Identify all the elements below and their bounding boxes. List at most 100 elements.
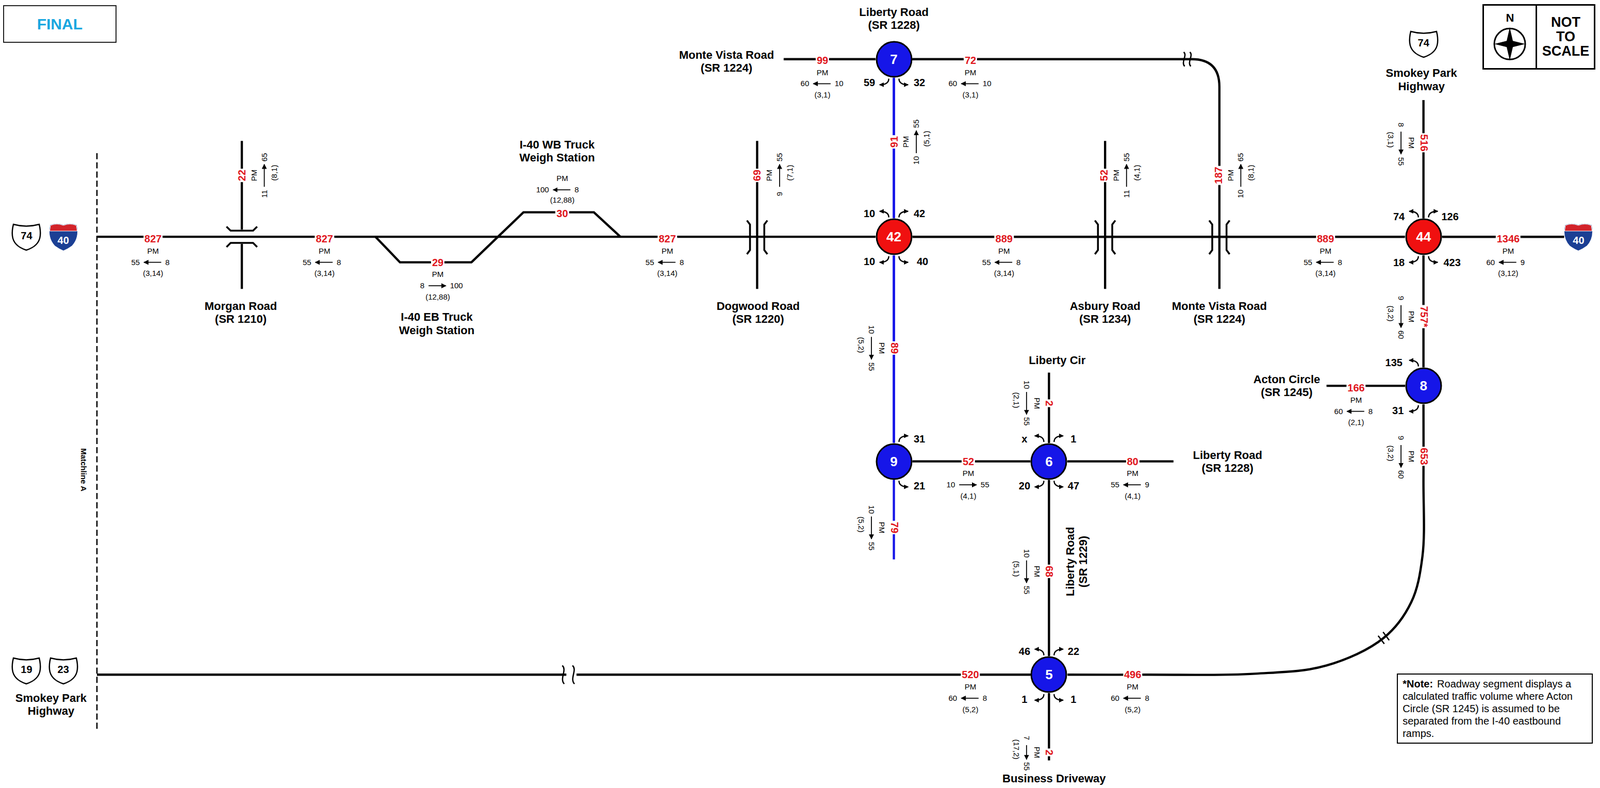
time-period: PM — [146, 246, 161, 256]
label-anchor: PM — [1032, 396, 1042, 411]
crossing-road — [240, 140, 243, 289]
traffic-volume: 496 — [1123, 668, 1143, 681]
factor-value: 10 — [867, 503, 877, 515]
circle-outline — [1406, 219, 1442, 255]
truck-percentage: (17,2) — [1012, 737, 1021, 761]
label-anchor: 22 — [1066, 645, 1081, 657]
turning-volume: 74 — [1392, 210, 1406, 223]
label-anchor: PM — [901, 135, 911, 150]
time-period: PM — [1407, 309, 1416, 324]
truck-percentage: (2,1) — [1347, 417, 1366, 427]
turning-volume: 1 — [1069, 693, 1078, 705]
label-anchor: (5,1) — [921, 129, 932, 148]
time-period: PM — [1111, 168, 1121, 183]
time-period: PM — [317, 246, 332, 256]
label-anchor: PM — [1226, 168, 1236, 183]
interstate-road — [96, 235, 876, 238]
factor-value: 60 — [947, 693, 959, 703]
factor-value: 55 — [1022, 416, 1032, 427]
node-number: 5 — [1045, 667, 1053, 682]
label-anchor: 55 — [979, 480, 991, 490]
traffic-volume: 2 — [1043, 748, 1055, 756]
factor-value: 55 — [1109, 480, 1121, 489]
truck-percentage: (3,12) — [1496, 268, 1520, 278]
factor-value: 55 — [644, 257, 656, 267]
label-anchor: 42 — [912, 207, 927, 220]
time-period: PM — [1501, 246, 1516, 256]
traffic-volume: 1346 — [1495, 233, 1522, 245]
turning-volume: 31 — [1391, 404, 1405, 417]
truck-percentage: (7,1) — [785, 163, 795, 182]
label-anchor: PM — [764, 168, 774, 183]
factor-value: 60 — [1333, 406, 1345, 416]
factor-value: 8 — [1367, 406, 1374, 416]
turning-volume: 18 — [1392, 256, 1406, 269]
label-anchor: (2,1) — [1347, 417, 1366, 427]
label-anchor: PM — [146, 246, 161, 256]
truck-percentage: (3,14) — [313, 268, 336, 278]
label-anchor: 166 — [1346, 382, 1366, 394]
label-anchor: 10 — [1235, 188, 1246, 200]
label-anchor: 10 — [1021, 547, 1032, 559]
traffic-volume: 99 — [815, 54, 830, 67]
direction-arrow — [961, 83, 979, 85]
turning-volume: 20 — [1017, 480, 1032, 492]
label-anchor: 55 — [911, 118, 921, 129]
label-anchor: Liberty Cir — [1027, 353, 1087, 367]
factor-value: 55 — [1396, 155, 1406, 167]
label-anchor: PM — [1032, 745, 1042, 760]
factor-value: 8 — [678, 257, 685, 267]
factor-value: 10 — [1235, 188, 1245, 200]
truck-percentage: (8,1) — [269, 163, 279, 182]
intersection-circle: 6 — [1030, 442, 1068, 481]
direction-arrow — [1123, 697, 1142, 699]
label-anchor: 520 — [960, 668, 980, 681]
factor-value: 10 — [945, 480, 957, 489]
truck-percentage: (3,2) — [1386, 304, 1396, 323]
label-anchor: 889 — [1315, 233, 1335, 245]
time-period: PM — [555, 173, 570, 183]
factor-value: 65 — [259, 151, 269, 163]
factor-value: 11 — [1122, 188, 1131, 200]
intersection-circle: 9 — [875, 442, 913, 481]
turn-arrow — [1034, 694, 1045, 701]
road-name: Monte Vista Road (SR 1224) — [676, 48, 778, 75]
label-anchor: 55 — [866, 540, 877, 552]
turning-volume: 42 — [912, 207, 927, 220]
factor-value: 8 — [164, 257, 171, 267]
turn-arrow — [879, 211, 889, 218]
label-anchor: 55 — [1021, 761, 1032, 772]
node-number: 74 — [20, 230, 32, 241]
label-anchor: 10 — [862, 255, 877, 268]
direction-arrow — [1126, 164, 1128, 188]
label-anchor: PM — [1125, 468, 1140, 478]
circle-outline — [1031, 656, 1067, 692]
label-anchor: x — [1020, 433, 1029, 445]
label-anchor: 55 — [644, 257, 656, 268]
direction-arrow — [1240, 164, 1242, 188]
node-number: 7 — [889, 52, 898, 67]
traffic-volume: 52 — [1098, 168, 1111, 183]
label-anchor: (3,14) — [993, 268, 1016, 278]
turn-arrow — [1053, 480, 1064, 487]
truck-percentage: (4,1) — [1123, 491, 1142, 501]
us-route-shield: 19 — [10, 655, 42, 685]
direction-arrow — [1316, 261, 1334, 263]
label-anchor: 2 — [1043, 748, 1055, 756]
label-anchor: 10 — [945, 480, 957, 490]
label-anchor: 100 — [449, 281, 465, 291]
factor-value: 65 — [1235, 151, 1245, 163]
label-anchor: 31 — [912, 433, 927, 445]
label-anchor: 55 — [1021, 584, 1032, 596]
label-anchor: 1 — [1069, 693, 1078, 705]
label-anchor: 65 — [1235, 151, 1246, 163]
turn-arrow — [1034, 649, 1045, 656]
turning-volume: 21 — [912, 480, 927, 492]
label-anchor: 10 — [911, 154, 921, 166]
matchline-label: Matchline A — [79, 447, 89, 493]
traffic-volume: 516 — [1417, 133, 1430, 153]
label-anchor: 60 — [947, 693, 959, 703]
label-anchor: 60 — [1109, 693, 1121, 703]
turning-volume: 47 — [1066, 480, 1081, 492]
